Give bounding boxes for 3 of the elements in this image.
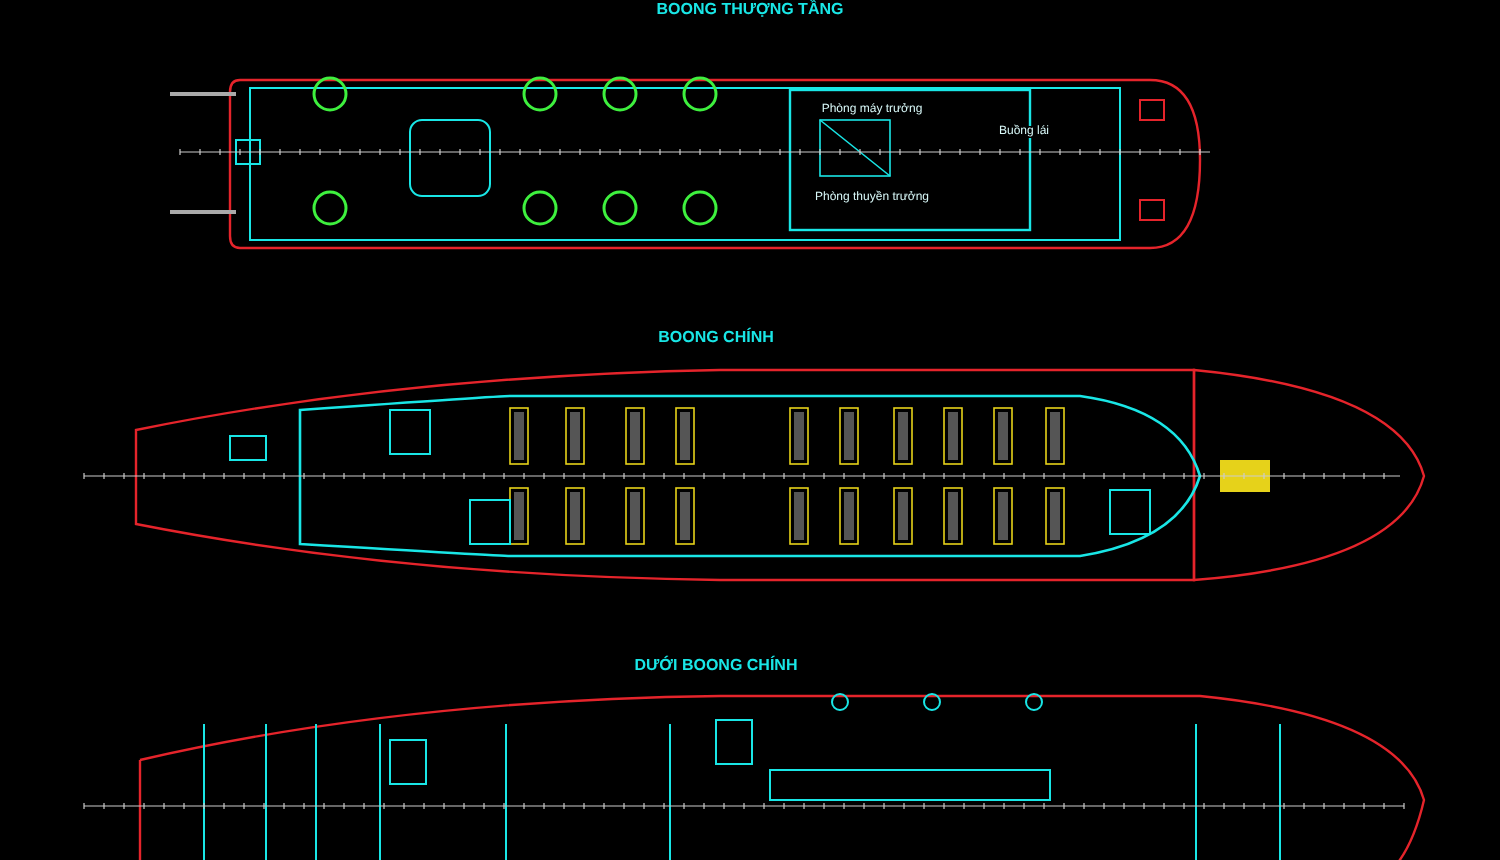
deck-title: BOONG THƯỢNG TẦNG: [654, 2, 846, 18]
deck-title: BOONG CHÍNH: [656, 330, 776, 346]
deck-title: DƯỚI BOONG CHÍNH: [632, 658, 800, 674]
